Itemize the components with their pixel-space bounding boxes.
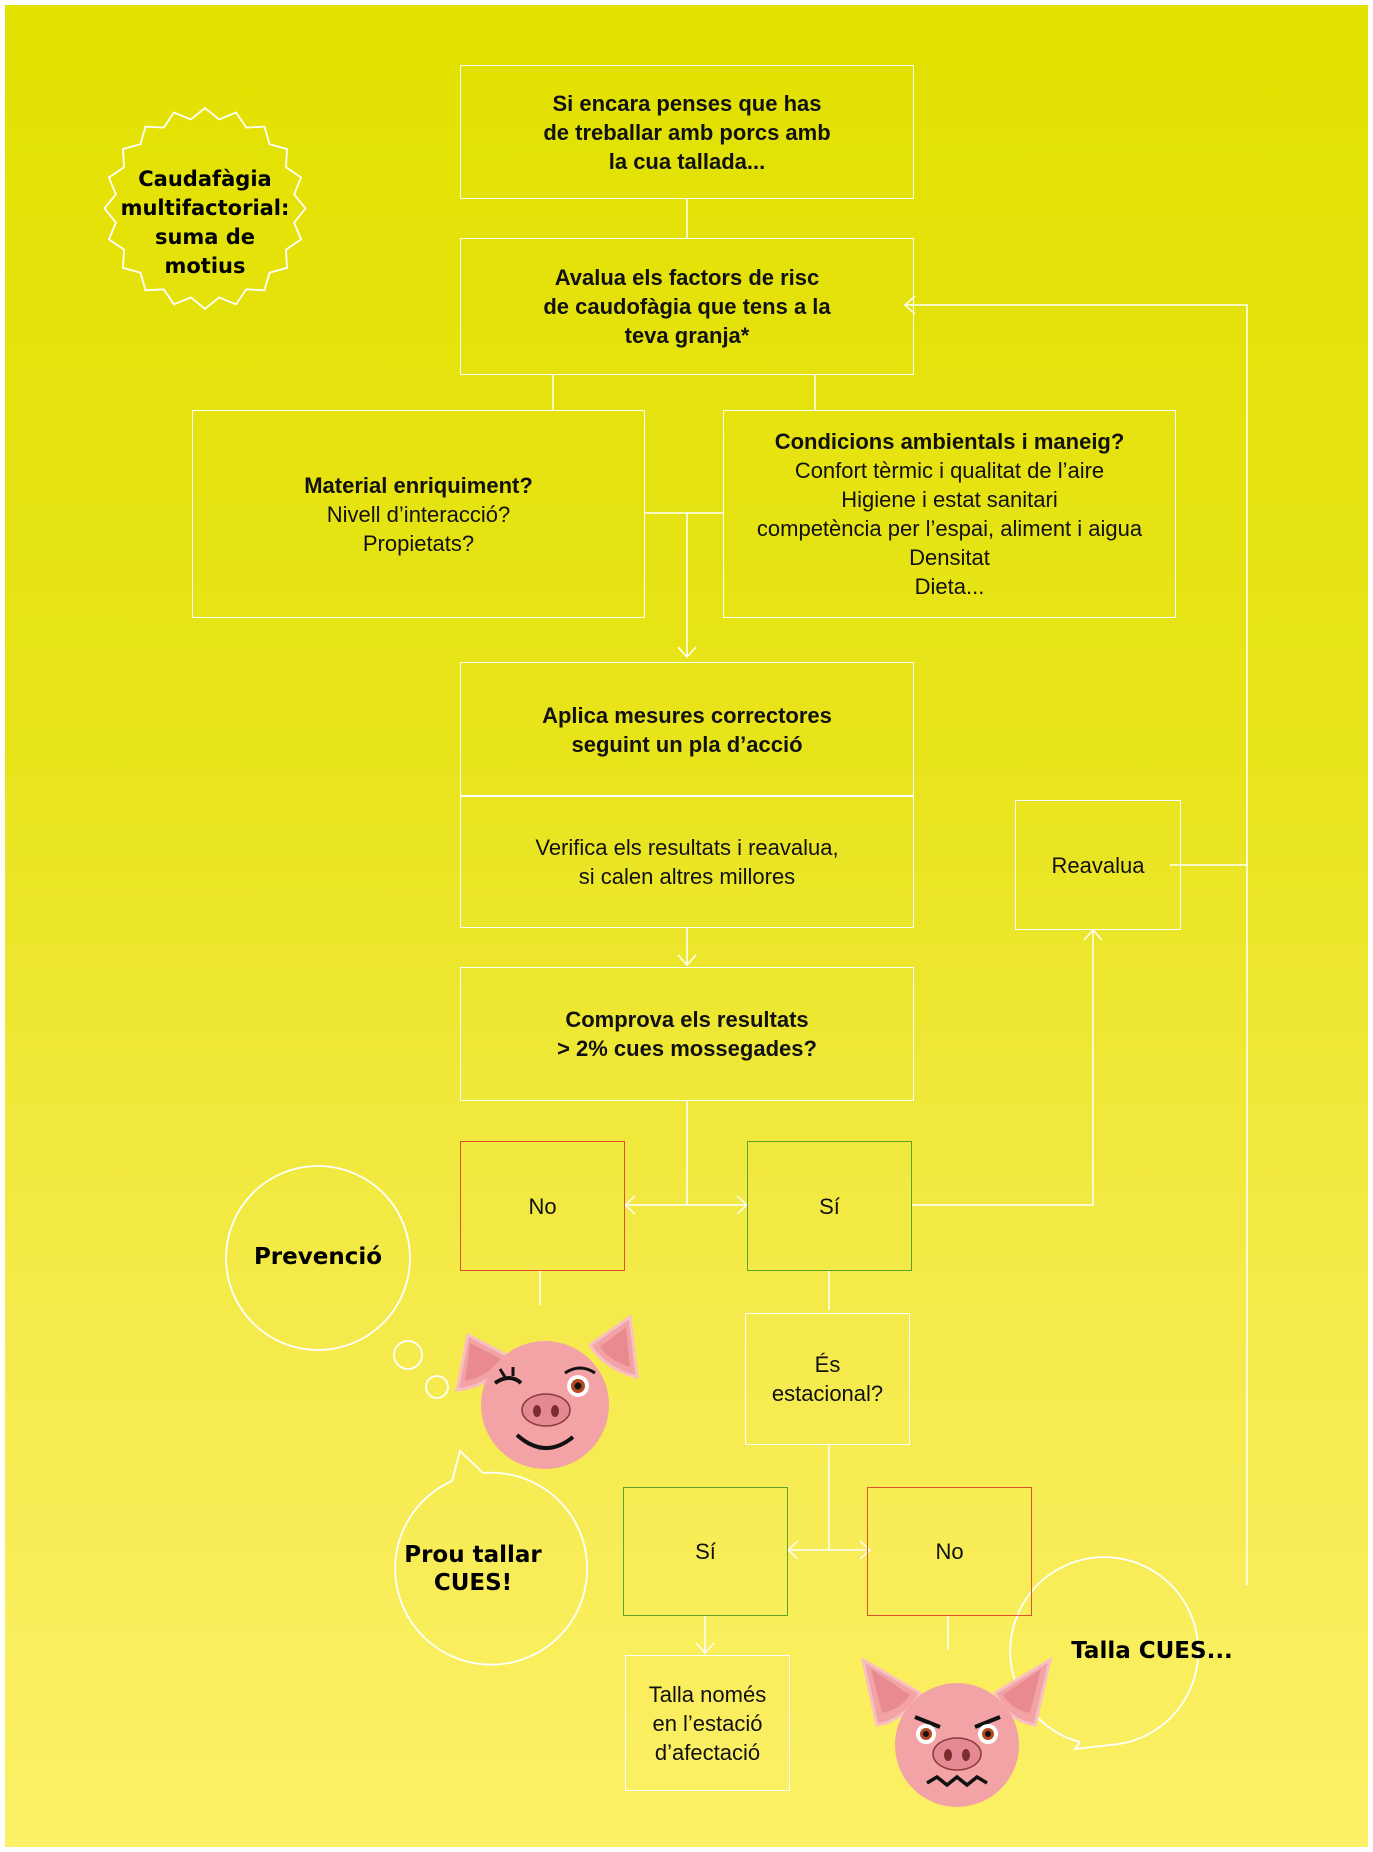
reassess-box: Reavalua [1015,800,1181,930]
start-box: Si encara penses que has de treballar am… [460,65,914,199]
conditions-title: Condicions ambientals i maneig? [774,429,1125,454]
seasonal-box: És estacional? [745,1313,910,1445]
stop-cutting-bubble-text: Prou tallar CUES! [404,1542,542,1596]
assess-title: Avalua els factors de risc de caudofàgia… [543,265,831,348]
enrichment-title: Material enriquiment? [304,472,533,498]
flowchart-canvas: Caudafàgia multifactorial: suma de motiu… [5,5,1368,1847]
connector-lines [103,106,1248,1807]
apply-title: Aplica mesures correctores seguint un pl… [542,702,832,757]
yes-box-2: Sí [623,1487,788,1616]
check-box: Comprova els resultats > 2% cues mossega… [460,967,914,1101]
cut-season-box: Talla només en l’estació d’afectació [625,1655,790,1791]
seasonal-text: És estacional? [771,1352,884,1406]
assess-box: Avalua els factors de risc de caudofàgia… [460,238,914,375]
no-1-label: No [528,1193,557,1219]
cut-tails-bubble-text: Talla CUES... [1071,1638,1233,1664]
starburst-icon [103,106,307,310]
worried-pig-icon [860,1656,1053,1807]
enrichment-box: Material enriquiment? Nivell d’interacci… [192,410,645,618]
yes-box-1: Sí [747,1141,912,1271]
enrichment-lines: Nivell d’interacció? Propietats? [326,501,511,556]
apply-box: Aplica mesures correctores seguint un pl… [460,662,914,797]
yes-2-label: Sí [695,1539,716,1564]
no-box-1: No [460,1141,625,1271]
conditions-box: Condicions ambientals i maneig? Confort … [723,410,1176,618]
prevention-bubble-text: Prevenció [253,1244,383,1270]
no-2-label: No [935,1539,964,1564]
yes-1-label: Sí [819,1193,840,1219]
conditions-lines: Confort tèrmic i qualitat de l’aire Higi… [756,458,1143,599]
verify-box: Verifica els resultats i reavalua, si ca… [460,795,914,928]
start-title: Si encara penses que has de treballar am… [543,90,831,174]
badge-text: Caudafàgia multifactorial: suma de motiu… [120,167,290,278]
no-box-2: No [867,1487,1032,1616]
check-title: Comprova els resultats > 2% cues mossega… [557,1007,817,1061]
winking-pig-icon [455,1314,639,1469]
verify-text: Verifica els resultats i reavalua, si ca… [535,834,839,889]
reassess-text: Reavalua [1051,852,1145,878]
cut-season-text: Talla només en l’estació d’afectació [648,1681,767,1765]
